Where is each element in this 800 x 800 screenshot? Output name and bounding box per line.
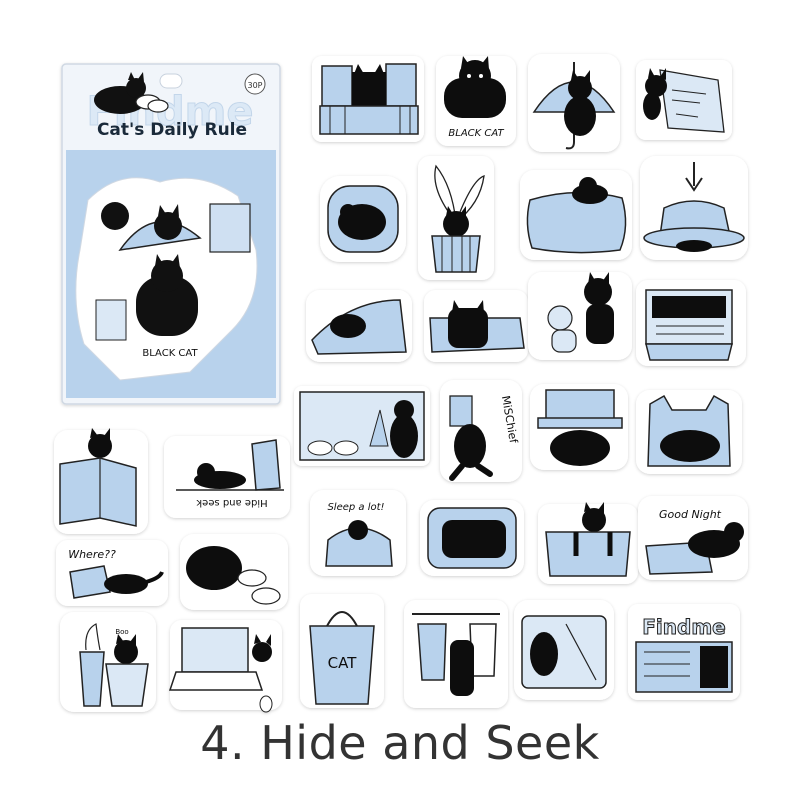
sticker-cat-in-suitcase bbox=[514, 600, 614, 700]
sticker-cat-laptop-desk bbox=[168, 620, 282, 713]
package-badge: 30P bbox=[247, 81, 262, 90]
black-cat-label: BLACK CAT bbox=[448, 128, 504, 139]
sticker-cat-on-book bbox=[54, 428, 148, 534]
package-header-cat bbox=[94, 72, 169, 114]
package-stickers-pile: BLACK CAT bbox=[75, 177, 258, 381]
sticker-cat-plant-pot bbox=[418, 156, 494, 280]
hide-and-seek-label: Hide and seek bbox=[196, 497, 267, 508]
sticker-findme-cat: Findme bbox=[628, 604, 740, 700]
sticker-black-cat-sitting: BLACK CAT bbox=[436, 56, 516, 146]
package-title: Cat's Daily Rule bbox=[97, 120, 247, 140]
sticker-sleep-a-lot-cat: Sleep a lot! bbox=[310, 490, 406, 576]
sticker-cat-umbrella bbox=[528, 54, 620, 152]
sticker-cat-laptop-hide-and-seek: Hide and seek bbox=[164, 436, 290, 518]
sticker-cat-in-phone bbox=[420, 500, 524, 576]
sticker-cat-in-plastic-bag bbox=[636, 390, 742, 474]
sticker-cat-newspaper bbox=[636, 60, 732, 140]
sticker-cat-shopping-bag: CAT bbox=[300, 594, 384, 708]
sticker-cat-with-plush bbox=[528, 272, 632, 360]
sleep-label: Sleep a lot! bbox=[327, 502, 384, 513]
sticker-cat-in-popcorn: Boo bbox=[60, 612, 156, 712]
sticker-good-night-cat: Good Night bbox=[638, 496, 748, 580]
sticker-cat-between-books bbox=[312, 56, 424, 142]
sticker-cat-in-cardboard-box bbox=[538, 502, 638, 584]
boo-label: Boo bbox=[115, 628, 128, 636]
sticker-cat-in-drawer bbox=[636, 280, 746, 366]
sticker-cat-under-box-hat bbox=[530, 384, 628, 470]
sticker-where-cat: Where?? bbox=[56, 540, 168, 606]
sticker-package: Findme 30P Cat's Daily Rule BLACK CAT bbox=[61, 63, 281, 405]
product-caption: 4. Hide and Seek bbox=[200, 716, 600, 770]
sticker-cat-under-blanket bbox=[306, 290, 412, 362]
findme-label: Findme bbox=[642, 615, 725, 639]
sticker-mischief-cat: MiSChief bbox=[440, 380, 522, 482]
where-label: Where?? bbox=[68, 548, 116, 561]
sticker-cat-in-shoe-cabinet bbox=[294, 386, 430, 466]
sticker-cat-under-hat bbox=[640, 156, 748, 260]
sticker-cat-in-box bbox=[424, 290, 528, 362]
sticker-cat-under-pillow bbox=[520, 170, 632, 260]
sticker-cat-slippers bbox=[180, 534, 288, 610]
good-night-label: Good Night bbox=[659, 508, 722, 521]
bag-label: CAT bbox=[328, 654, 358, 672]
sticker-cat-clothes-rack bbox=[404, 600, 508, 708]
package-sticker-text: BLACK CAT bbox=[142, 348, 198, 359]
sticker-cat-in-cushion bbox=[320, 176, 406, 262]
